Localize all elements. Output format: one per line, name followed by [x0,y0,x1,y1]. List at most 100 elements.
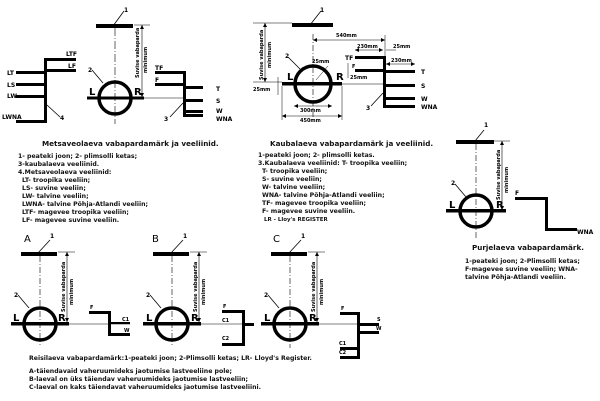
label-W: W [421,96,428,103]
passenger-caption-title: Reisilaeva vabapardamärk:1-peateki joon;… [29,355,312,362]
label-A: A [24,234,31,245]
label-R: R [134,87,142,98]
deck-line [96,24,133,28]
freeboard-label: Suvise vabaparda [496,150,502,200]
label-L: L [264,313,271,324]
dim-25mm-left: 25mm [253,87,270,93]
cargo-caption-title: Kaubalaeva vabapardamärk ja veeliinid. [270,139,434,148]
caption-line: 4.Metsaveolaeva veeliinid: [18,169,112,176]
label-TF: TF [345,55,353,62]
caption-line: LT- troopika veeliin; [22,177,91,184]
label-C2: C2 [222,336,230,342]
dim-25mm-f: 25mm [350,75,367,81]
caption-line: A-täiendavaid vaheruumideks jaotumise la… [29,368,233,375]
label-L: L [449,200,456,211]
label-1: 1 [320,7,324,14]
caption-line: 3-kaubalaeva veeliinid. [18,161,100,168]
label-T: T [421,69,426,76]
label-2: 2 [88,67,92,74]
label-LWNA: LWNA [2,114,22,121]
dim-230mm-a: 230mm [357,44,378,50]
label-W: W [216,108,223,115]
label-W: W [124,328,130,334]
dim-450mm: 450mm [300,118,321,124]
passenger-diagram-a: A 1 Suvise vabaparda minimum L R 2 F C1 … [11,233,130,345]
disc-line [282,82,342,86]
caption-line: 1-peateki joon; 2-Plimsolli ketas; [465,258,580,265]
label-F: F [223,304,226,310]
caption-line: T- troopika veeliin; [262,168,328,175]
freeboard-label-2: minimum [267,42,273,68]
freeboard-label-2: minimum [504,167,510,193]
label-F: F [515,190,519,197]
caption-line: C-laeval on kaks täiendavat vaheruumidek… [29,384,261,391]
caption-line: LWNA- talvine Põhja-Atlandi veeliin; [22,201,149,208]
label-1: 1 [183,233,187,240]
caption-line: talvine Põhja-Atlandi veeliin. [465,274,566,281]
sailing-diagram: 1 Suvise vabaparda minimum L R 2 F WNA [446,122,594,240]
label-1: 1 [124,7,128,14]
caption-line: 1-peateki joon; 2- plimsolli ketas. [258,152,375,159]
label-1: 1 [484,122,488,129]
label-F: F [155,77,159,84]
freeboard-label: Suvise vabaparda [311,262,317,312]
label-C1: C1 [122,317,130,323]
label-WNA: WNA [421,104,438,111]
label-C: C [273,234,280,245]
disc-line [446,209,506,213]
caption-line: B-laeval on üks täiendav vaheruumideks j… [29,376,249,383]
label-3: 3 [366,105,370,112]
caption-line: 3.Kaubalaeva veeliinid: T- troopika veel… [258,160,408,167]
caption-line: W- talvine veeliin; [262,184,326,191]
label-LF: LF [68,63,76,70]
freeboard-label: Suvise vabaparda [193,262,199,312]
cargo-caption-body: 1-peateki joon; 2- plimsolli ketas. 3.Ka… [258,152,407,224]
label-S: S [377,317,381,323]
caption-line: 1- peateki joon; 2- plimsolli ketas; [18,153,138,160]
label-L: L [287,72,294,83]
dim-25mm-disc: 25mm [312,59,329,65]
dim-25mm-a: 25mm [393,44,410,50]
label-2: 2 [146,292,150,299]
freeboard-label: Suvise vabaparda [61,262,67,312]
label-TF: TF [155,65,163,72]
freeboard-label-2: minimum [319,279,325,305]
label-R: R [336,72,344,83]
label-R: R [496,200,504,211]
cargo-diagram: 1 Suvise vabaparda minimum 25mm L R 2 25… [253,7,438,124]
dim-300mm: 300mm [300,108,321,114]
freeboard-label-2: minimum [201,279,207,305]
label-2: 2 [451,180,455,187]
passenger-diagram-c: C 1 Suvise vabaparda minimum L R 2 F S W… [261,233,382,359]
dim-540mm: 540mm [336,33,357,39]
forestry-caption-body: 1- peateki joon; 2- plimsolli ketas; 3-k… [18,153,148,225]
deck-line [292,23,333,27]
freeboard-label-2: minimum [143,47,149,73]
label-B: B [152,234,159,245]
forestry-diagram: 1 Suvise vabaparda minimum L R 2 LT F LF [2,7,233,124]
forestry-lines: LTF LF LT LS LW LWNA 4 [2,51,77,123]
passenger-diagram-b: B 1 Suvise vabaparda minimum L R 2 F C1 … [143,233,254,346]
freeboard-label: Suvise vabaparda [135,28,141,78]
passenger-caption-body: A-täiendavaid vaheruumideks jaotumise la… [29,368,261,392]
label-S: S [421,83,425,90]
label-R: R [191,313,199,324]
label-LT: LT [7,70,15,77]
freeboard-label: Suvise vabaparda [259,30,265,80]
label-L: L [146,313,153,324]
sail-caption-title: Purjelaeva vabapardamärk. [472,243,584,252]
label-LW: LW [7,93,17,100]
label-WNA: WNA [577,229,594,236]
label-L: L [89,87,96,98]
deck-line [456,140,494,144]
label-F: F [90,305,93,311]
label-2: 2 [285,53,289,60]
label-2: 2 [14,292,18,299]
forestry-cargo-lines: TF F T S W WNA 3 [155,65,233,123]
label-F: F [341,306,344,312]
caption-line: LF- magevee suvine veeliin. [22,217,120,224]
label-2: 2 [264,292,268,299]
label-1: 1 [301,233,305,240]
label-C2: C2 [339,350,347,356]
